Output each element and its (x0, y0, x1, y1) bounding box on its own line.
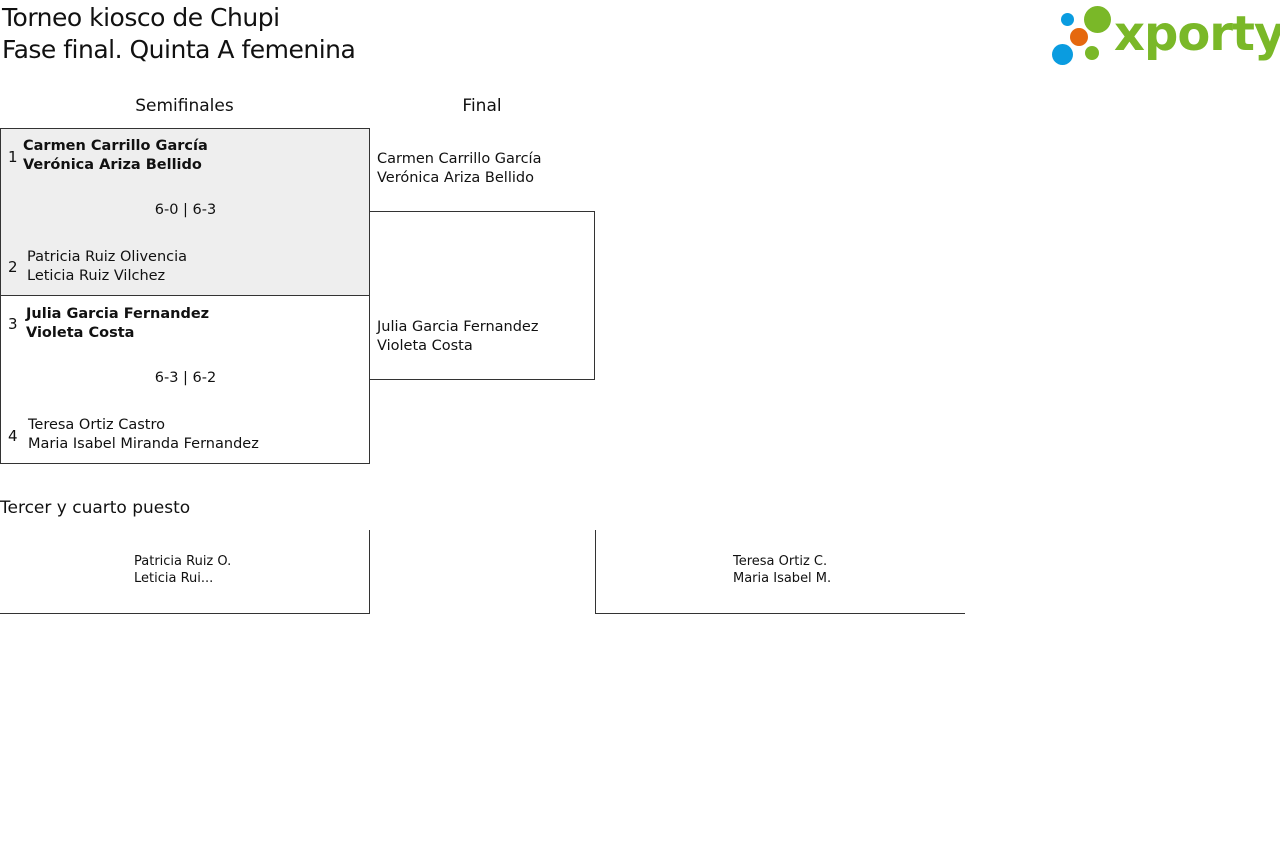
third-place-team-a: Patricia Ruiz O.Leticia Rui... (134, 554, 232, 586)
third-place-team-b: Teresa Ortiz C.Maria Isabel M. (733, 554, 832, 586)
third-place-title: Tercer y cuarto puesto (0, 498, 191, 518)
seed-number: 2 (8, 258, 18, 276)
match-score: 6-0 | 6-3 (154, 202, 217, 218)
xporty-logo: xporty (1050, 4, 1280, 66)
tournament-title: Torneo kiosco de Chupi (2, 3, 280, 32)
seed-number: 1 (8, 148, 18, 166)
seed-number: 4 (8, 427, 18, 445)
round-header-final: Final (462, 96, 502, 116)
phase-subtitle: Fase final. Quinta A femenina (2, 35, 356, 64)
logo-text: xporty (1114, 6, 1280, 62)
match-score: 6-3 | 6-2 (154, 370, 217, 386)
third-place-slot-a: Patricia Ruiz O.Leticia Rui... (0, 530, 370, 614)
third-place-slot-b: Teresa Ortiz C.Maria Isabel M. (595, 530, 965, 614)
seed-number: 3 (8, 315, 18, 333)
round-header-semifinals: Semifinales (135, 96, 234, 116)
final-bracket-connector (369, 211, 595, 380)
